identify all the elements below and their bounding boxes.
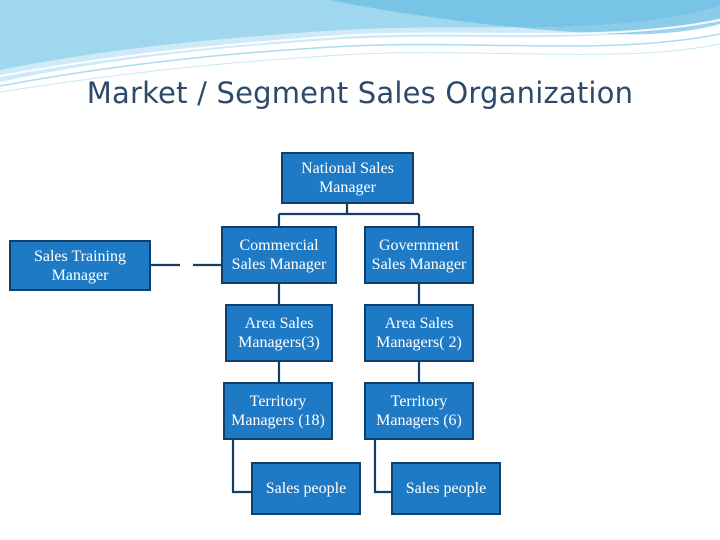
government-sales-manager-box: Government Sales Manager [364,226,474,284]
area-sales-managers-government-box: Area Sales Managers( 2) [364,304,474,362]
page-title: Market / Segment Sales Organization [86,76,634,110]
sales-training-manager-box: Sales Training Manager [9,240,151,291]
territory-managers-commercial-box: Territory Managers (18) [223,382,333,440]
header-wave-decoration [0,0,720,93]
national-sales-manager-box: National Sales Manager [281,152,414,204]
commercial-sales-manager-box: Commercial Sales Manager [221,226,337,284]
sales-people-government-box: Sales people [391,462,501,515]
sales-people-commercial-box: Sales people [251,462,361,515]
area-sales-managers-commercial-box: Area Sales Managers(3) [225,304,333,362]
territory-managers-government-box: Territory Managers (6) [364,382,474,440]
